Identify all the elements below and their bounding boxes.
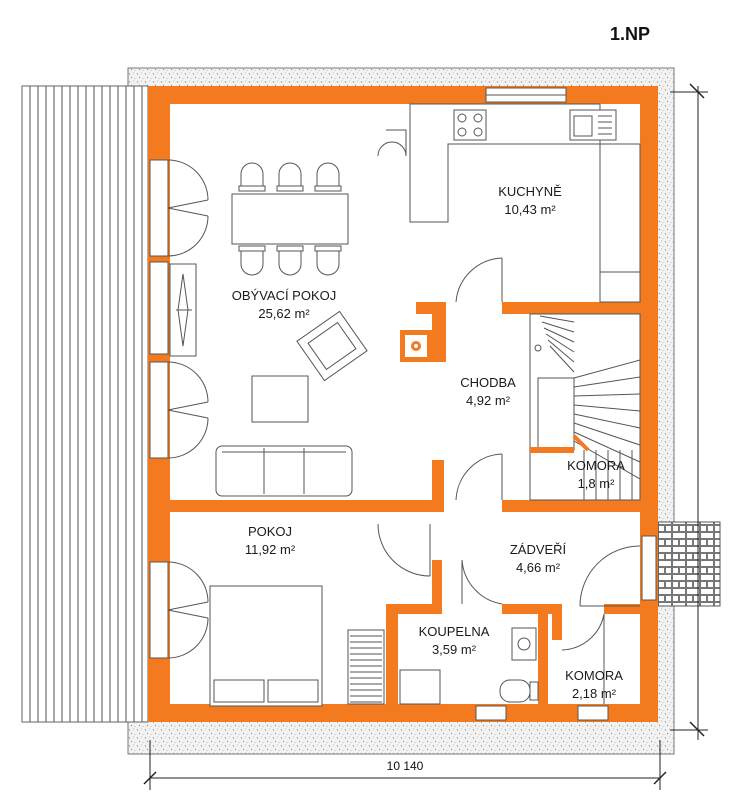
room-area-komora-1: 1,8 m²: [578, 476, 616, 491]
room-name-obyvaci: OBÝVACÍ POKOJ: [232, 288, 337, 303]
interior-walls: [170, 302, 640, 704]
room-labels: KUCHYNĚ 10,43 m² OBÝVACÍ POKOJ 25,62 m² …: [232, 184, 625, 701]
double-bed: [209, 585, 323, 707]
wardrobe: [347, 629, 385, 705]
door-swings: [167, 159, 641, 704]
room-area-pokoj: 11,92 m²: [245, 542, 296, 557]
armchair: [296, 310, 368, 382]
room-name-pokoj: POKOJ: [248, 524, 292, 539]
room-name-koupelna: KOUPELNA: [419, 624, 490, 639]
sofa: [215, 445, 353, 497]
room-name-kuchyne: KUCHYNĚ: [498, 184, 562, 199]
kitchen-counters: [377, 103, 641, 303]
coffee-table: [251, 375, 309, 423]
stove: [400, 330, 432, 362]
staircase: [529, 313, 641, 501]
bathroom-fixtures: [399, 627, 539, 705]
terrace-deck: [21, 85, 149, 723]
dining-set: [231, 162, 349, 276]
room-area-komora-2: 2,18 m²: [572, 686, 617, 701]
room-area-koupelna: 3,59 m²: [432, 642, 477, 657]
room-name-zadveri: ZÁDVEŘÍ: [510, 542, 567, 557]
room-area-zadveri: 4,66 m²: [516, 560, 561, 575]
room-area-kuchyne: 10,43 m²: [504, 202, 556, 217]
room-area-obyvaci: 25,62 m²: [258, 306, 310, 321]
room-name-komora-2: KOMORA: [565, 668, 623, 683]
room-name-komora-1: KOMORA: [567, 458, 625, 473]
tv-unit: [169, 263, 197, 357]
paver-patch: [657, 521, 721, 607]
dimension-total-width: 10 140: [387, 759, 424, 773]
room-name-chodba: CHODBA: [460, 375, 516, 390]
floor-title: 1.NP: [610, 24, 650, 44]
right-dimension-marks: [670, 83, 708, 740]
windows: [149, 87, 657, 721]
dimension-line: 10 140: [143, 740, 667, 790]
room-area-chodba: 4,92 m²: [466, 393, 511, 408]
